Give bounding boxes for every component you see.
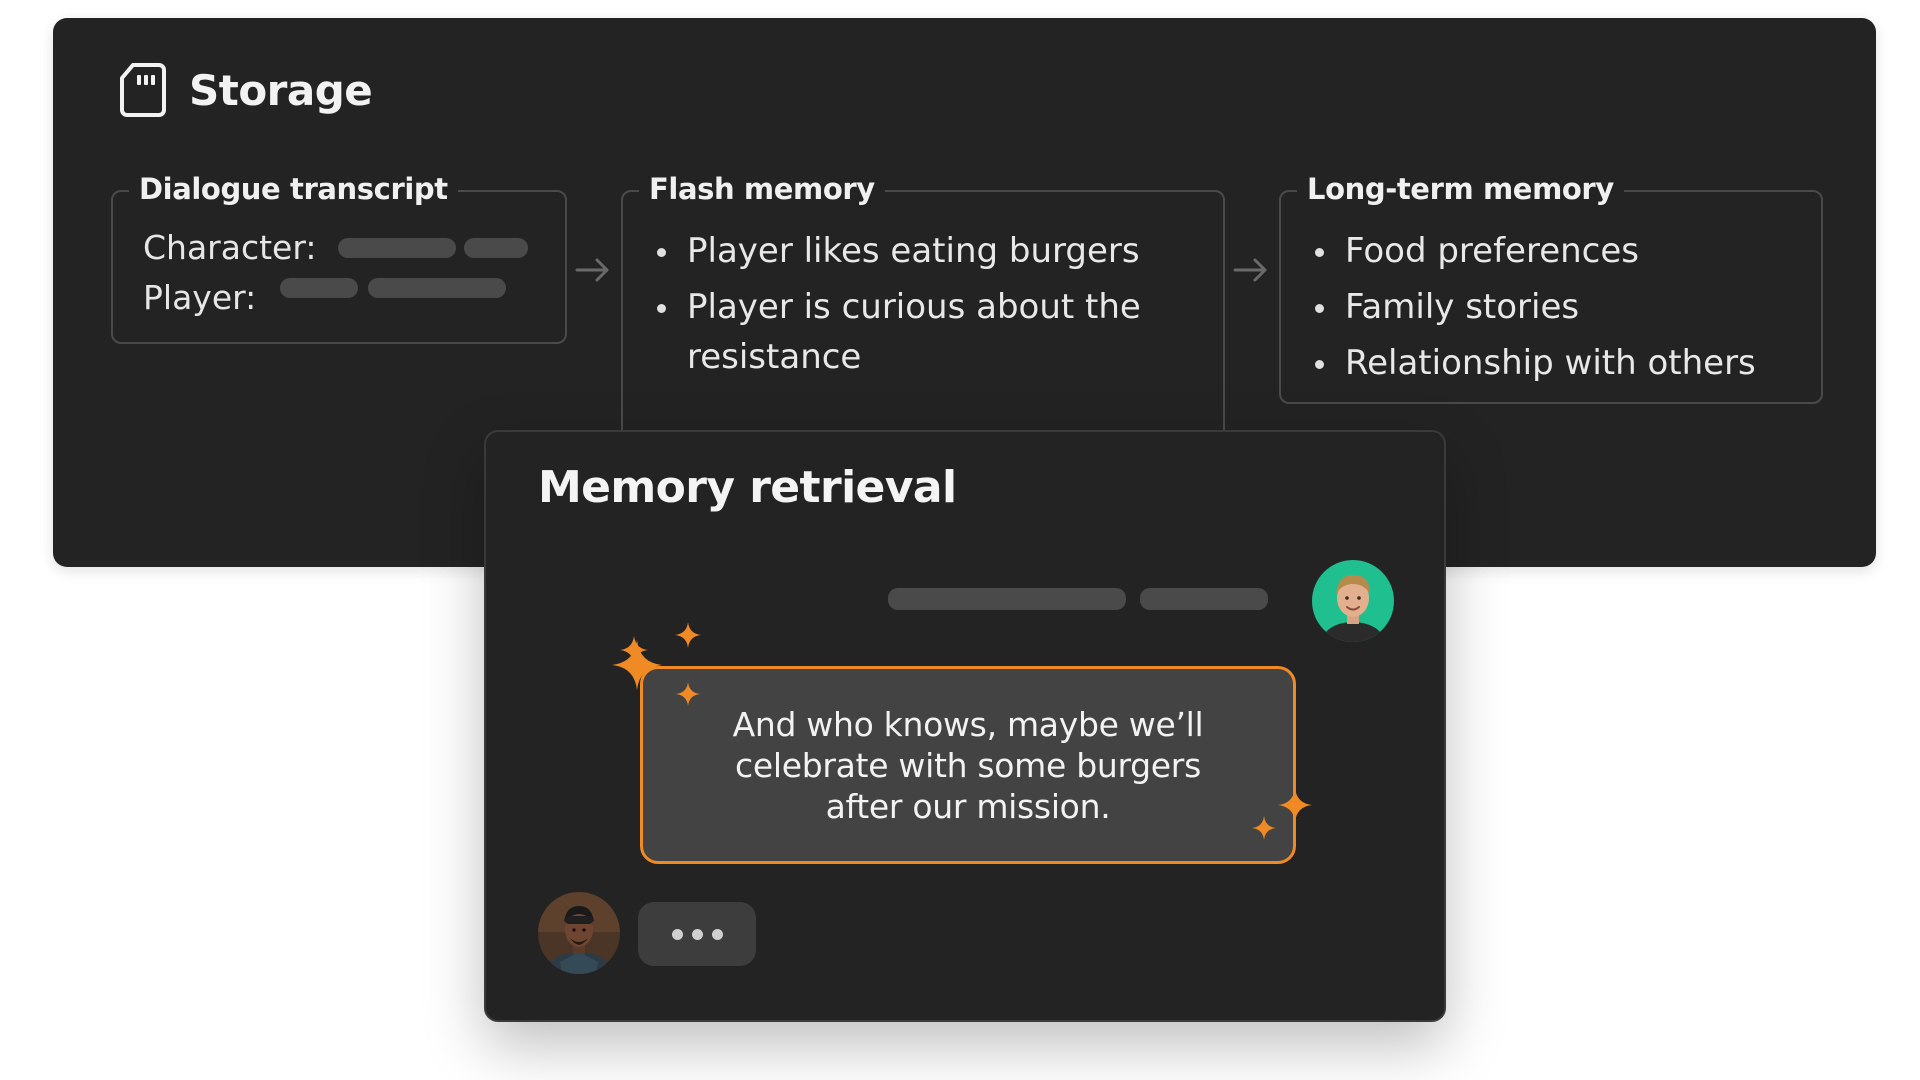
typing-dot <box>671 928 683 940</box>
player-message-bar <box>1140 588 1268 610</box>
storage-title: Storage <box>189 65 373 115</box>
storage-header: Storage <box>119 62 373 118</box>
character-text-placeholder <box>464 237 529 258</box>
character-speech-bubble: And who knows, maybe we’ll celebrate wit… <box>640 666 1296 864</box>
list-item: Player is curious about the resistance <box>653 282 1207 382</box>
player-text-placeholder <box>280 277 359 298</box>
memory-retrieval-panel: Memory retrieval <box>484 430 1446 1022</box>
sd-card-icon <box>119 62 167 118</box>
sparkle-icon <box>1278 788 1312 822</box>
player-message-bar <box>888 588 1126 610</box>
memory-retrieval-title: Memory retrieval <box>538 462 957 513</box>
flash-memory-legend: Flash memory <box>639 172 885 206</box>
player-label: Player: <box>143 278 257 317</box>
long-term-memory-box: Long-term memory Food preferences Family… <box>1279 172 1823 404</box>
sparkle-icon <box>676 682 700 706</box>
sparkle-icon <box>612 640 662 690</box>
player-message-placeholder <box>888 588 1268 610</box>
dialogue-transcript-box: Dialogue transcript Character: Player: <box>111 172 567 344</box>
player-text-placeholder <box>368 277 507 298</box>
long-term-memory-legend: Long-term memory <box>1297 172 1624 206</box>
sparkle-icon <box>620 636 648 664</box>
typing-dot <box>691 928 703 940</box>
sparkle-icon <box>675 622 701 648</box>
arrow-right-icon <box>1233 256 1269 284</box>
character-label: Character: <box>143 228 317 267</box>
character-row: Character: <box>143 228 529 267</box>
character-avatar <box>538 892 620 974</box>
list-item: Relationship with others <box>1311 338 1805 388</box>
player-row: Player: <box>143 277 507 317</box>
sparkle-icon <box>1252 816 1276 840</box>
list-item: Family stories <box>1311 282 1805 332</box>
typing-dot <box>711 928 723 940</box>
typing-indicator <box>638 902 756 966</box>
character-text-placeholder <box>338 237 457 258</box>
list-item: Food preferences <box>1311 226 1805 276</box>
player-avatar <box>1312 560 1394 642</box>
character-message: And who knows, maybe we’ll celebrate wit… <box>732 704 1204 826</box>
dialogue-transcript-legend: Dialogue transcript <box>129 172 458 206</box>
list-item: Player likes eating burgers <box>653 226 1207 276</box>
flash-memory-list: Player likes eating burgers Player is cu… <box>653 226 1207 388</box>
arrow-right-icon <box>575 256 611 284</box>
flash-memory-box: Flash memory Player likes eating burgers… <box>621 172 1225 474</box>
long-term-memory-list: Food preferences Family stories Relation… <box>1311 226 1805 394</box>
